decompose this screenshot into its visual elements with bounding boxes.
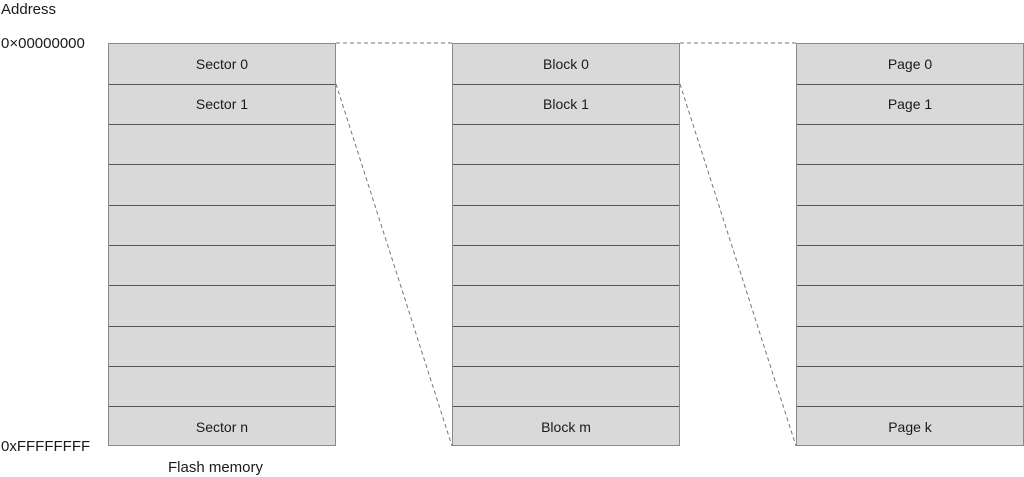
page-empty-cell	[797, 366, 1023, 406]
row-divider	[453, 325, 679, 327]
row-divider	[797, 204, 1023, 206]
row-divider	[797, 365, 1023, 367]
sector-to-block-bottom-connector	[335, 83, 453, 447]
block-empty-cell	[453, 366, 679, 406]
block-empty-cell	[453, 125, 679, 165]
sector-empty-cell	[109, 366, 335, 406]
row-divider	[797, 83, 1023, 85]
flash-memory-caption: Flash memory	[168, 459, 264, 476]
row-divider	[453, 365, 679, 367]
page-first-cell: Page 0	[887, 56, 933, 73]
sector-empty-cell	[109, 125, 335, 165]
page-empty-cell	[797, 246, 1023, 286]
row-divider	[453, 83, 679, 85]
block-empty-cell	[453, 205, 679, 245]
row-divider	[797, 325, 1023, 327]
address-start-label: 0×00000000	[1, 35, 85, 52]
row-divider	[797, 406, 1023, 408]
row-divider	[109, 285, 335, 287]
page-empty-cell	[797, 326, 1023, 366]
row-divider	[797, 245, 1023, 246]
block-empty-cell	[453, 165, 679, 205]
row-divider	[109, 245, 335, 246]
row-divider	[453, 406, 679, 408]
sector-empty-cell	[109, 286, 335, 326]
row-divider	[797, 124, 1023, 126]
sector-second-cell: Sector 1	[195, 96, 249, 113]
page-last-cell: Page k	[888, 418, 932, 435]
address-heading: Address	[1, 1, 57, 18]
row-divider	[453, 204, 679, 206]
row-divider	[797, 164, 1023, 166]
page-empty-cell	[797, 205, 1023, 245]
sector-empty-cell	[109, 205, 335, 245]
sector-empty-cell	[109, 326, 335, 366]
sector-empty-cell	[109, 246, 335, 286]
row-divider	[797, 285, 1023, 287]
block-empty-cell	[453, 326, 679, 366]
page-second-cell: Page 1	[887, 96, 933, 113]
address-end-label: 0xFFFFFFFF	[1, 438, 91, 455]
page-empty-cell	[797, 165, 1023, 205]
block-last-cell: Block m	[541, 418, 591, 435]
row-divider	[453, 245, 679, 246]
block-to-page-bottom-connector	[679, 83, 797, 447]
block-column: Block 0 Block 1 Block m	[452, 43, 680, 446]
row-divider	[109, 325, 335, 327]
page-column: Page 0 Page 1 Page k	[796, 43, 1024, 446]
row-divider	[453, 285, 679, 287]
sector-last-cell: Sector n	[195, 418, 249, 435]
block-empty-cell	[453, 246, 679, 286]
sector-column: Sector 0 Sector 1 Sector n	[108, 43, 336, 446]
row-divider	[453, 164, 679, 166]
block-second-cell: Block 1	[543, 96, 589, 113]
row-divider	[109, 83, 335, 85]
sector-empty-cell	[109, 165, 335, 205]
sector-first-cell: Sector 0	[195, 56, 249, 73]
row-divider	[109, 164, 335, 166]
block-empty-cell	[453, 286, 679, 326]
block-first-cell: Block 0	[543, 56, 589, 73]
page-empty-cell	[797, 286, 1023, 326]
page-empty-cell	[797, 125, 1023, 165]
row-divider	[109, 406, 335, 408]
row-divider	[109, 365, 335, 367]
row-divider	[109, 204, 335, 206]
row-divider	[453, 124, 679, 126]
row-divider	[109, 124, 335, 126]
